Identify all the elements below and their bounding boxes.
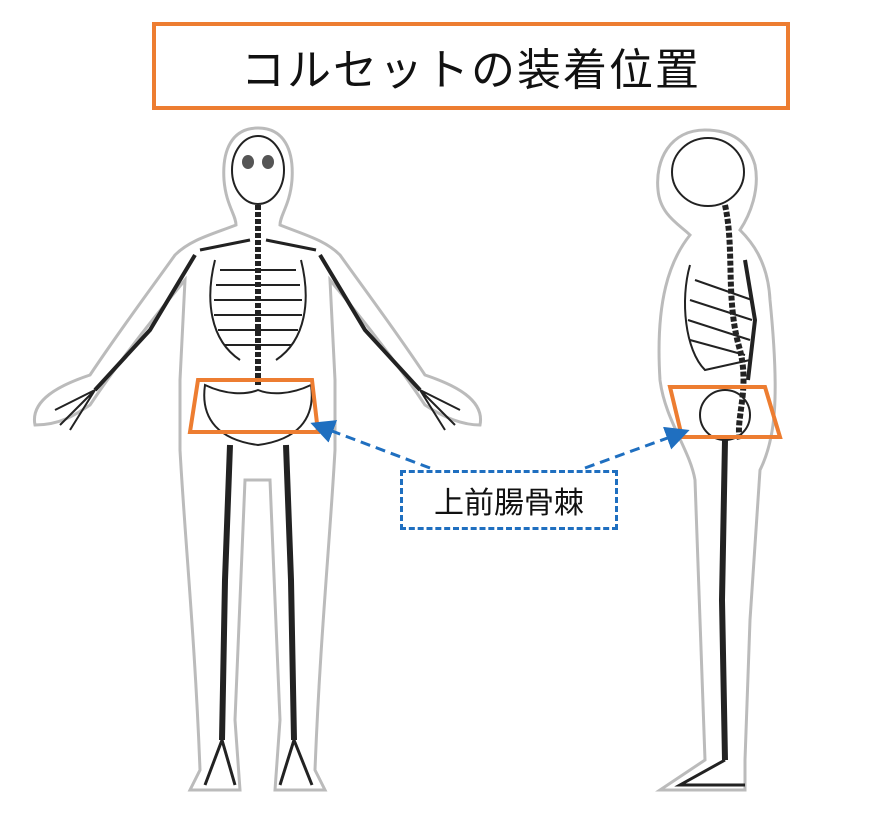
side-body-silhouette [655,128,777,792]
title-text: コルセットの装着位置 [241,45,701,96]
front-hands [54,389,461,431]
front-ribcage [209,259,307,361]
side-corset-area [667,385,783,439]
front-feet [203,739,314,786]
side-spine [722,204,747,441]
side-skeleton [655,128,777,792]
arrow-to-front-asis [310,420,431,470]
side-ribcage [684,264,753,372]
front-arms [93,253,422,392]
side-foot [674,758,745,787]
side-leg [718,439,728,761]
front-skull [231,135,285,205]
front-legs [219,444,297,741]
front-clavicles [199,238,317,252]
arrow-to-side-asis [584,426,690,470]
asis-label: 上前腸骨棘 [434,486,584,521]
title-box: コルセットの装着位置 [152,22,790,110]
front-pelvis [203,383,313,447]
asis-label-box: 上前腸骨棘 [400,470,618,530]
side-arm [743,259,758,381]
side-skull [671,137,745,207]
front-body-silhouette [33,126,482,792]
front-skeleton [33,126,482,792]
